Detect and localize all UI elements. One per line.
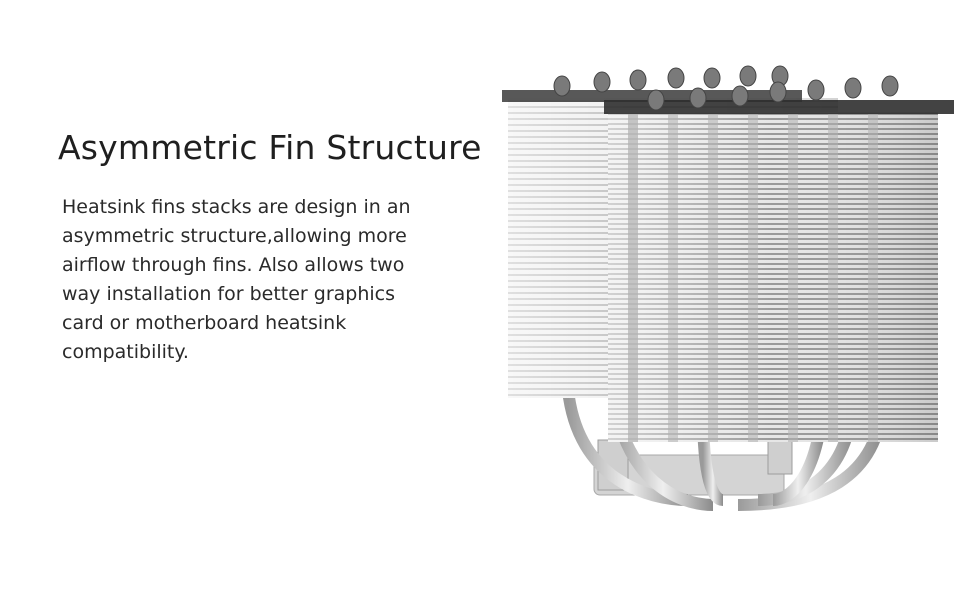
description-line: card or motherboard heatsink <box>62 312 347 334</box>
description-line: Heatsink fins stacks are design in an <box>62 196 411 218</box>
description-line: way installation for better graphics <box>62 283 396 305</box>
feature-title: Asymmetric Fin Structure <box>58 128 482 167</box>
feature-text-block: Asymmetric Fin Structure Heatsink fins s… <box>58 128 488 367</box>
description-line: compatibility. <box>62 341 189 363</box>
heatsink-product-image <box>502 65 954 511</box>
front-fin-stack <box>604 100 954 442</box>
feature-description: Heatsink fins stacks are design in an as… <box>62 193 488 367</box>
description-line: airflow through fins. Also allows two <box>62 254 405 276</box>
description-line: asymmetric structure,allowing more <box>62 225 407 247</box>
heatpipe-caps <box>553 65 899 111</box>
